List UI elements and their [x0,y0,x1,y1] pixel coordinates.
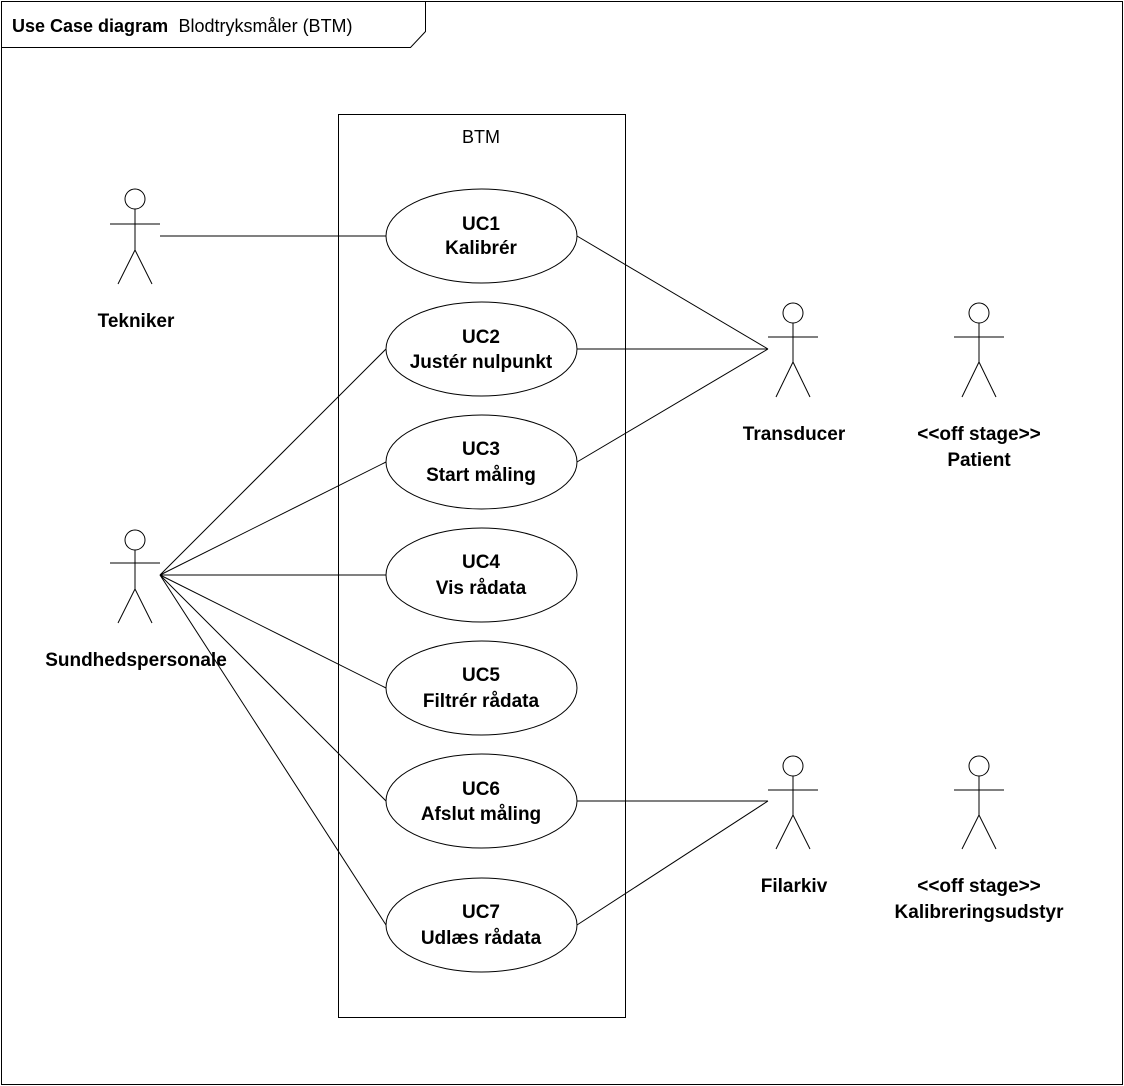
frame-title-tab [1,1,426,48]
system-label: BTM [462,127,500,147]
stick-figure-icon [768,755,818,850]
use-case-id: UC1 [462,214,500,235]
stick-figure-icon [954,755,1004,850]
use-case-name: Udlæs rådata [421,928,542,949]
assoc-sundhed-uc6 [159,574,387,802]
frame-title-kind: Use Case diagram [12,16,168,36]
assoc-sundhed-uc5 [159,574,387,689]
actor-stereotype: <<off stage>> [917,876,1041,897]
use-case-id: UC4 [462,552,500,573]
actor-sundhedspersonale[interactable]: Sundhedspersonale [45,529,227,671]
use-case-name: Afslut måling [421,804,541,825]
use-case-uc2[interactable]: UC2 Justér nulpunkt [385,301,578,397]
use-case-id: UC6 [462,779,500,800]
actor-kalibreringsudstyr[interactable]: <<off stage>> Kalibreringsudstyr [895,755,1065,923]
actor-patient[interactable]: <<off stage>> Patient [917,302,1041,471]
actor-label: Transducer [743,424,846,445]
use-case-name: Justér nulpunkt [410,352,553,373]
actor-label: Tekniker [98,311,175,332]
actor-tekniker[interactable]: Tekniker [98,188,175,332]
use-case-ellipse [385,414,578,510]
association-lines [159,235,769,926]
assoc-filarkiv-uc7 [576,800,769,926]
use-case-uc1[interactable]: UC1 Kalibrér [385,188,578,284]
use-case-ellipse [385,527,578,623]
assoc-sundhed-uc2 [159,348,387,576]
stick-figure-icon [110,188,160,285]
frame-title-name: Blodtryksmåler (BTM) [179,16,353,36]
stick-figure-icon [768,302,818,398]
system-boundary [338,114,626,1018]
assoc-sundhed-uc7 [159,574,387,926]
actor-filarkiv[interactable]: Filarkiv [761,755,828,897]
use-case-uc6[interactable]: UC6 Afslut måling [385,753,578,849]
use-case-uc3[interactable]: UC3 Start måling [385,414,578,510]
stick-figure-icon [110,529,160,624]
use-case-name: Start måling [426,465,536,486]
use-case-id: UC7 [462,902,500,923]
use-case-id: UC5 [462,665,500,686]
use-case-name: Filtrér rådata [423,691,540,712]
actor-label: Filarkiv [761,876,828,897]
use-case-ellipse [385,753,578,849]
use-case-ellipse [385,301,578,397]
actor-stereotype: <<off stage>> [917,424,1041,445]
use-case-name: Vis rådata [436,578,527,599]
use-case-name: Kalibrér [445,238,517,259]
assoc-transducer-uc3 [576,348,769,463]
assoc-transducer-uc1 [576,235,769,350]
use-case-uc4[interactable]: UC4 Vis rådata [385,527,578,623]
assoc-sundhed-uc3 [159,461,387,576]
use-case-uc7[interactable]: UC7 Udlæs rådata [385,877,578,973]
use-case-ellipse [385,640,578,736]
actor-transducer[interactable]: Transducer [743,302,846,445]
stick-figure-icon [954,302,1004,398]
use-case-id: UC3 [462,439,500,460]
use-case-ellipse [385,188,578,284]
frame-title: Use Case diagram Blodtryksmåler (BTM) [12,16,353,36]
actor-label: Patient [947,450,1011,471]
use-case-ellipse [385,877,578,973]
actor-label: Kalibreringsudstyr [895,902,1065,923]
actor-label: Sundhedspersonale [45,650,227,671]
use-case-id: UC2 [462,327,500,348]
use-case-uc5[interactable]: UC5 Filtrér rådata [385,640,578,736]
